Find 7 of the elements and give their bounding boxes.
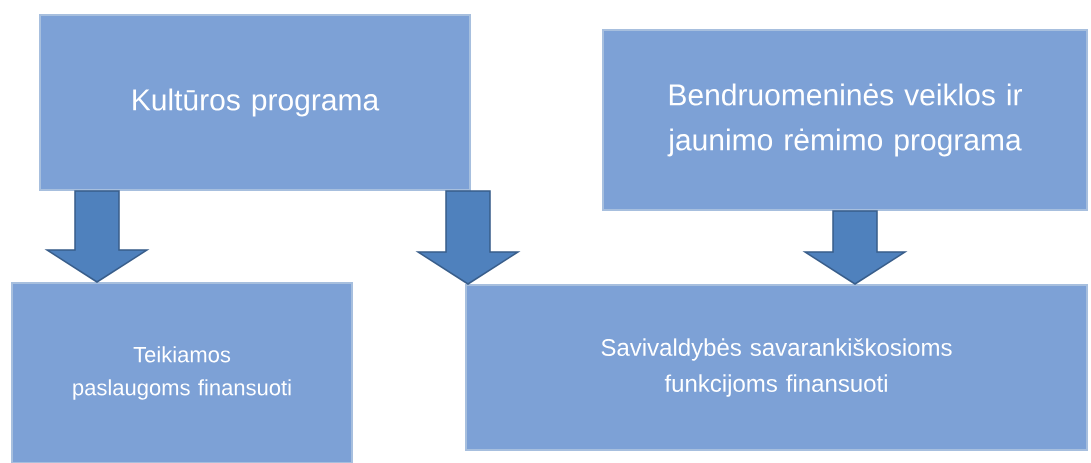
program-box: Bendruomeninės veiklos ir jaunimo rėmimo programa	[602, 29, 1088, 211]
program-box: Teikiamos paslaugoms finansuoti	[11, 282, 353, 463]
block-arrow	[44, 190, 150, 283]
block-arrow	[802, 210, 908, 285]
program-box: Kultūros programa	[39, 14, 471, 191]
program-box: Savivaldybės savarankiškosioms funkcijoms finansuoti	[465, 284, 1088, 451]
block-arrow	[415, 190, 521, 285]
